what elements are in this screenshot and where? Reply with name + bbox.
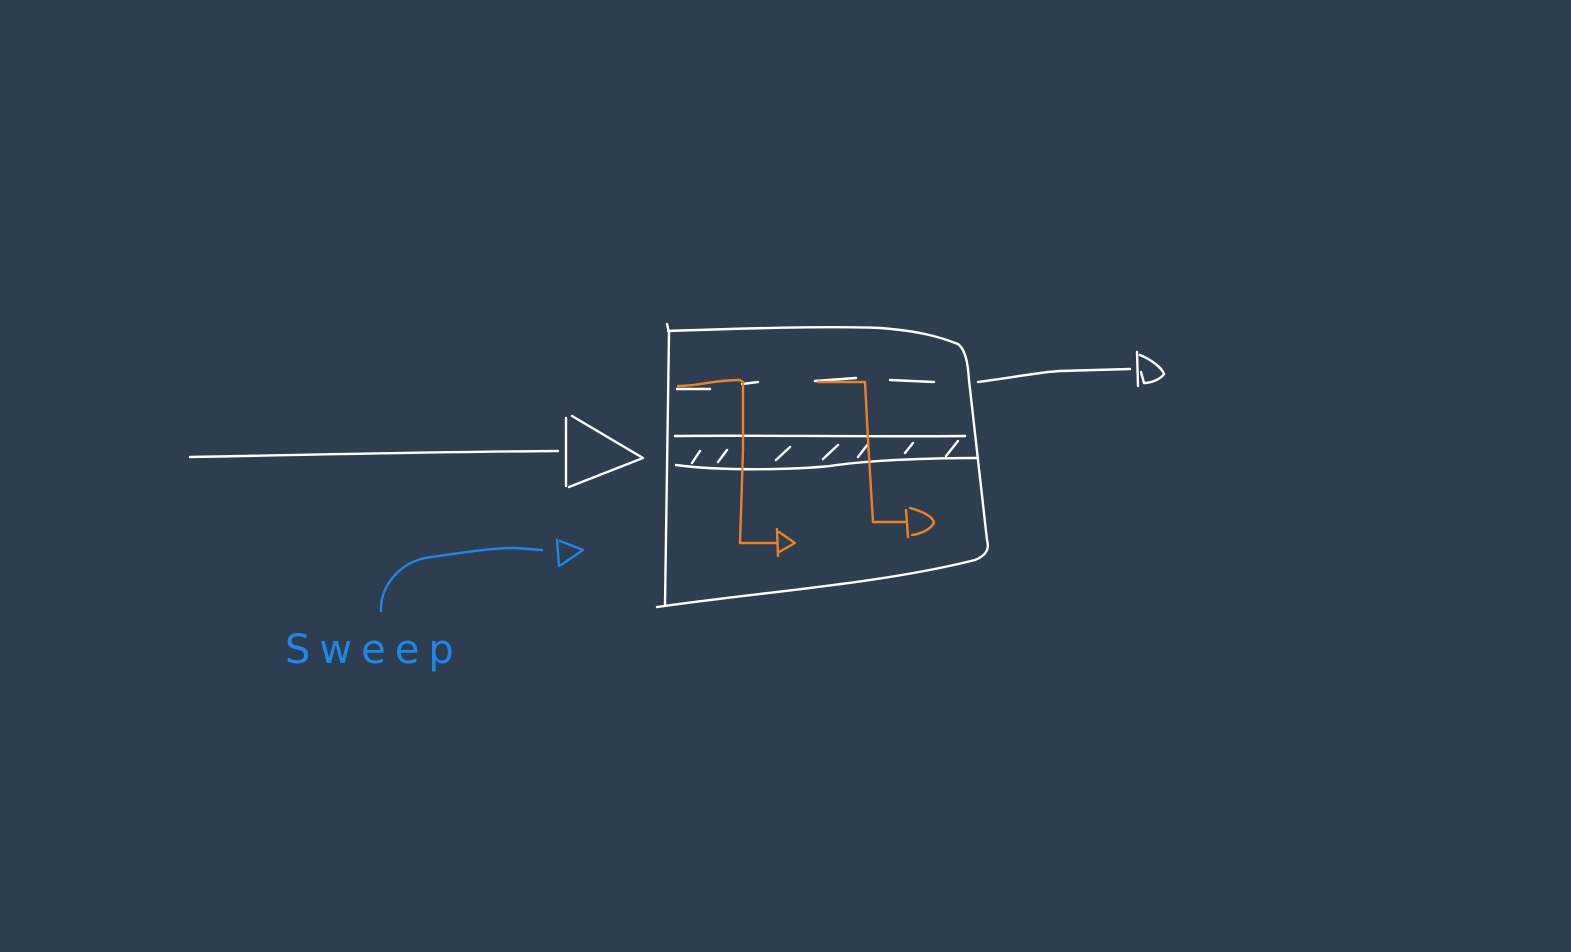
sweep-label: Sweep [285,627,463,673]
sweep-leader-line [379,546,544,613]
input-wire [188,449,560,459]
tap-probe-1-icon [775,527,797,558]
output-probe-icon [1135,350,1166,388]
device-body [655,322,989,609]
tap-probe-2-icon [904,506,936,539]
hatched-band-top [673,434,967,438]
signal-path-2 [816,380,907,524]
hatch-marks [690,439,960,465]
output-wire [976,367,1132,384]
top-strip-dashes [675,376,936,391]
input-amplifier-icon [564,414,645,489]
hatched-band-bottom [674,456,980,471]
signal-path-1 [676,378,778,545]
sweep-probe-icon [555,538,585,568]
